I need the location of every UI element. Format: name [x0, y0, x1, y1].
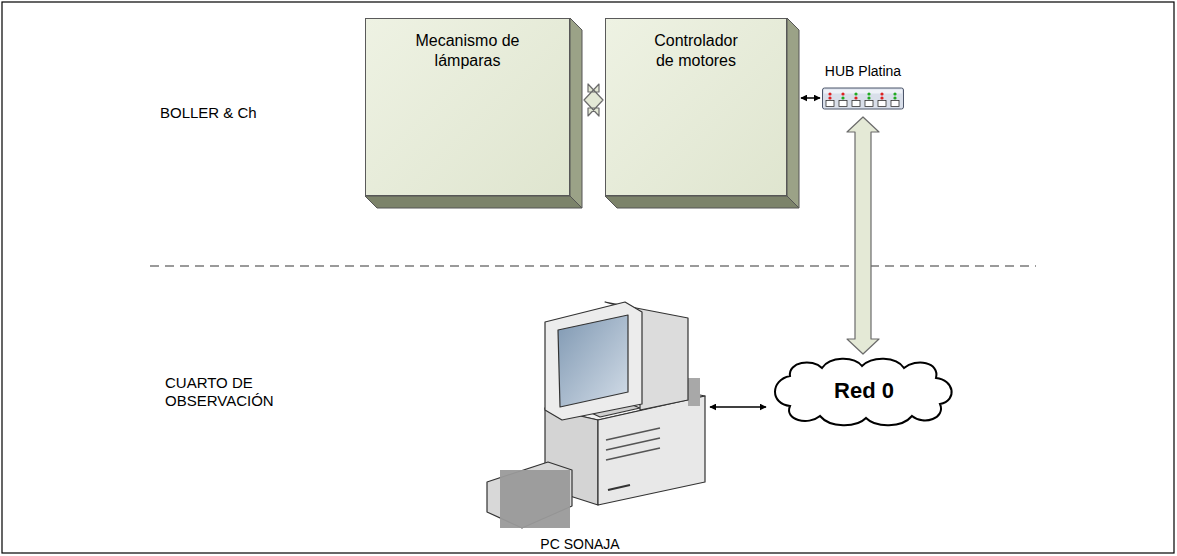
zone-label: CUARTO DE OBSERVACIÓN	[165, 374, 290, 410]
network-cloud: Red 0	[768, 356, 960, 426]
link-line	[710, 406, 766, 408]
zone-label: BOLLER & Ch	[160, 104, 320, 122]
dashed-separator	[150, 265, 1036, 267]
hub-icon	[822, 85, 904, 111]
process-box: Controlador de motores	[605, 18, 787, 196]
device-label: HUB Platina	[825, 63, 901, 79]
link-line	[801, 97, 820, 99]
computer-station: PC SONAJA	[480, 296, 708, 554]
box-label: Mecanismo de lámparas	[412, 31, 524, 71]
double-block-arrow	[847, 117, 879, 354]
double-block-arrow	[584, 84, 603, 116]
computer-illustration	[480, 296, 708, 554]
box-label: Controlador de motores	[646, 31, 746, 71]
computer-label: PC SONAJA	[480, 536, 680, 552]
network-label: Red 0	[834, 378, 894, 404]
hub-device: HUB Platina	[822, 85, 904, 111]
process-box: Mecanismo de lámparas	[365, 18, 570, 196]
